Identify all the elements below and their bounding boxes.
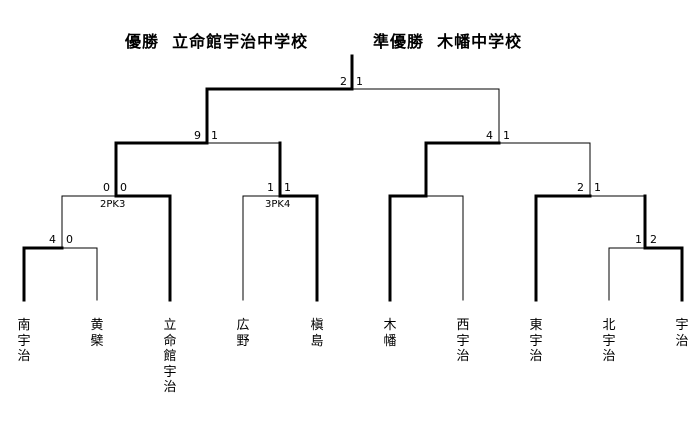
sf-right-score-left: 4 xyxy=(486,129,493,142)
sf-left-score-left: 9 xyxy=(194,129,201,142)
champion-label: 優勝 xyxy=(125,32,160,51)
r1-left-score-right: 0 xyxy=(66,233,73,246)
team-name: 広野 xyxy=(236,318,250,349)
runner-up-label: 準優勝 xyxy=(373,32,425,51)
team-name: 木幡 xyxy=(383,318,397,349)
qf4-score-left: 2 xyxy=(577,181,584,194)
team-name: 北宇治 xyxy=(602,318,616,364)
champion-title: 優勝 立命館宇治中学校 xyxy=(125,28,308,52)
qf2-score-left: 1 xyxy=(267,181,274,194)
sf-left-score-right: 1 xyxy=(211,129,218,142)
team-name: 宇治 xyxy=(675,318,689,349)
runner-up-name: 木幡中学校 xyxy=(437,32,523,51)
team-name: 南宇治 xyxy=(17,318,31,364)
qf1-pk-result: 2PK3 xyxy=(100,199,126,210)
qf1-score-left: 0 xyxy=(103,181,110,194)
r1-right-score-left: 1 xyxy=(635,233,642,246)
r1-right-score-right: 2 xyxy=(650,233,657,246)
team-name: 東宇治 xyxy=(529,318,543,364)
qf2-pk-result: 3PK4 xyxy=(265,199,291,210)
champion-name: 立命館宇治中学校 xyxy=(172,32,309,51)
sf-right-score-right: 1 xyxy=(503,129,510,142)
team-name: 槇島 xyxy=(310,318,324,349)
final-score-left: 2 xyxy=(340,75,347,88)
team-name: 西宇治 xyxy=(456,318,470,364)
r1-left-score-left: 4 xyxy=(49,233,56,246)
qf1-score-right: 0 xyxy=(120,181,127,194)
qf4-score-right: 1 xyxy=(594,181,601,194)
team-name: 立命館宇治 xyxy=(163,318,177,395)
runner-up-title: 準優勝 木幡中学校 xyxy=(373,28,522,52)
team-name: 黄檗 xyxy=(90,318,104,349)
qf2-score-right: 1 xyxy=(284,181,291,194)
final-score-right: 1 xyxy=(356,75,363,88)
